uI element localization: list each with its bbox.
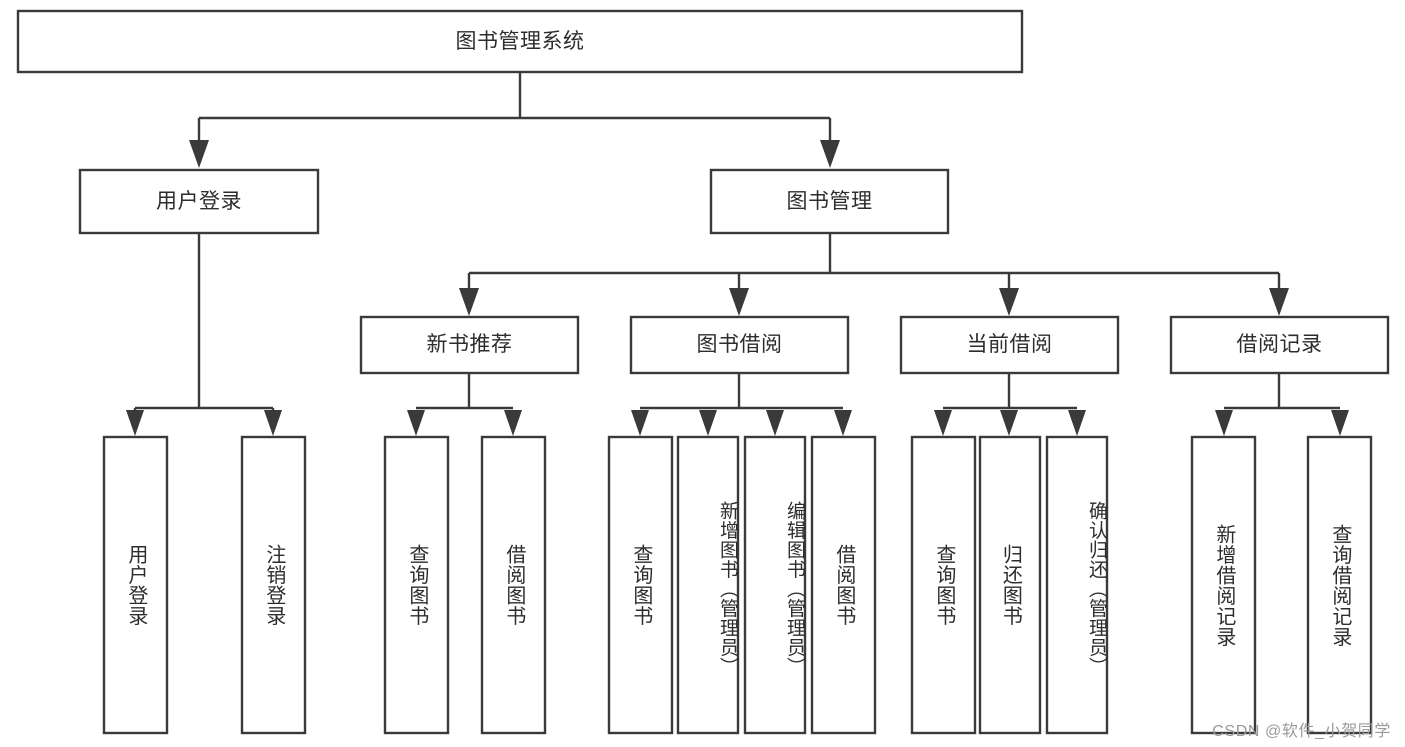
node-box-leaf-query-record[interactable]: [1306, 435, 1373, 735]
arrow-head-new-book-rec: [459, 288, 479, 316]
arrow-head-book-manage: [820, 140, 840, 168]
node-box-leaf-user-login[interactable]: [102, 435, 169, 735]
arrow-head-leaf-add-book: [699, 410, 717, 436]
node-box-root[interactable]: [16, 9, 1024, 74]
node-box-leaf-confirm-return[interactable]: [1045, 435, 1109, 735]
arrow-head-leaf-query-book-1: [407, 410, 425, 436]
node-box-new-book-rec[interactable]: [359, 315, 580, 375]
connectors-user-login-to-leaves: [126, 233, 282, 436]
node-box-leaf-edit-book[interactable]: [743, 435, 807, 735]
arrow-head-leaf-query-book-2: [631, 410, 649, 436]
connectors-borrow-record-to-leaves: [1215, 373, 1349, 436]
arrow-head-book-borrow: [729, 288, 749, 316]
node-box-leaf-query-book-3[interactable]: [910, 435, 977, 735]
node-box-leaf-add-book[interactable]: [676, 435, 740, 735]
arrow-head-leaf-user-login: [126, 410, 144, 436]
node-box-leaf-return-book[interactable]: [978, 435, 1042, 735]
connectors-book-manage-to-level3: [459, 233, 1289, 316]
node-box-book-borrow[interactable]: [629, 315, 850, 375]
connectors-current-borrow-to-leaves: [934, 373, 1086, 436]
arrow-head-leaf-edit-book: [766, 410, 784, 436]
arrow-head-leaf-borrow-book-1: [504, 410, 522, 436]
arrow-head-leaf-confirm-return: [1068, 410, 1086, 436]
arrow-head-leaf-return-book: [1000, 410, 1018, 436]
connectors-root-to-level2: [189, 72, 840, 168]
node-box-leaf-borrow-book-1[interactable]: [480, 435, 547, 735]
arrow-head-leaf-add-record: [1215, 410, 1233, 436]
arrow-head-leaf-borrow-book-2: [834, 410, 852, 436]
arrow-head-borrow-record: [1269, 288, 1289, 316]
arrow-head-leaf-logout-login: [264, 410, 282, 436]
node-box-leaf-query-book-2[interactable]: [607, 435, 674, 735]
arrow-head-leaf-query-book-3: [934, 410, 952, 436]
node-box-leaf-add-record[interactable]: [1190, 435, 1257, 735]
arrow-head-leaf-query-record: [1331, 410, 1349, 436]
node-box-current-borrow[interactable]: [899, 315, 1120, 375]
arrow-head-current-borrow: [999, 288, 1019, 316]
node-box-user-login[interactable]: [78, 168, 320, 235]
arrow-head-user-login: [189, 140, 209, 168]
node-box-borrow-record[interactable]: [1169, 315, 1390, 375]
node-box-book-manage[interactable]: [709, 168, 950, 235]
node-box-leaf-query-book-1[interactable]: [383, 435, 450, 735]
connectors-book-borrow-to-leaves: [631, 373, 852, 436]
node-box-leaf-borrow-book-2[interactable]: [810, 435, 877, 735]
node-box-leaf-logout-login[interactable]: [240, 435, 307, 735]
connectors-new-book-rec-to-leaves: [407, 373, 522, 436]
